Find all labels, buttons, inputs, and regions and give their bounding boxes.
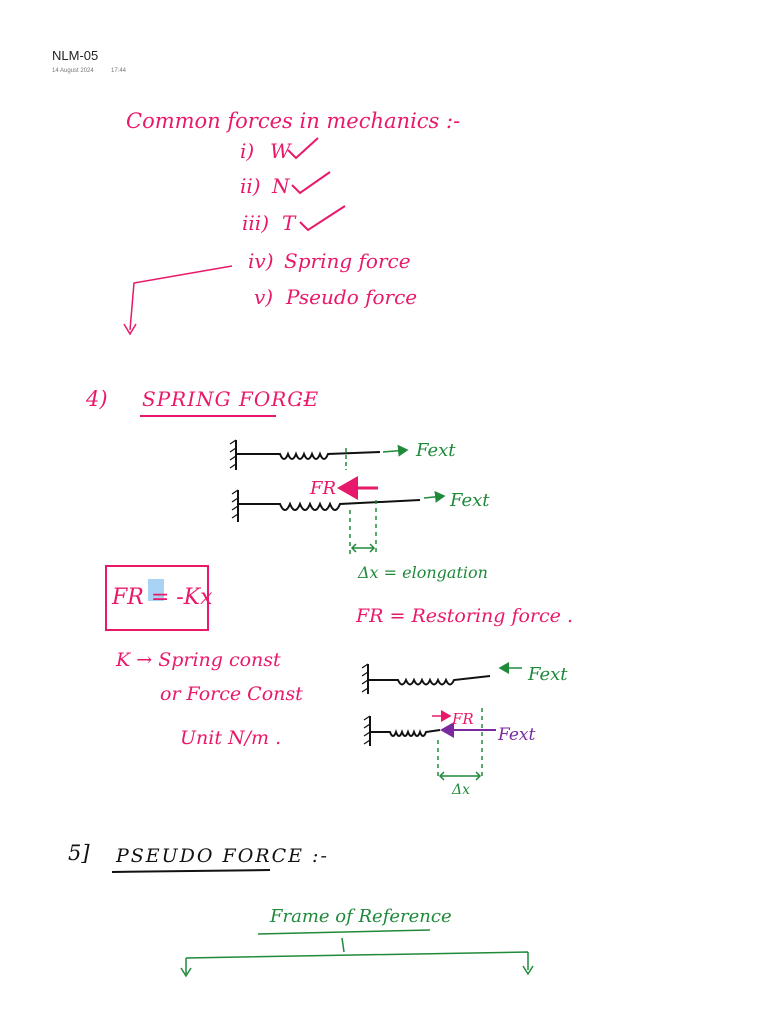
branch-connector bbox=[129, 265, 233, 331]
fext-label: Fext bbox=[527, 664, 568, 685]
spring-diagram-2: FR Fext bbox=[231, 476, 490, 556]
fext-label: Fext bbox=[449, 490, 490, 511]
list-item-label: Spring force bbox=[284, 249, 411, 273]
heading-underline bbox=[111, 869, 271, 873]
minus-highlight bbox=[148, 579, 164, 601]
fext-label: Fext bbox=[497, 725, 536, 745]
fr-label: FR bbox=[309, 478, 336, 499]
list-item-label: Pseudo force bbox=[285, 285, 417, 309]
fr-label: FR bbox=[451, 710, 474, 728]
elongation-note: Δx = elongation bbox=[357, 563, 488, 582]
section-heading: PSEUDO FORCE :- bbox=[115, 845, 329, 867]
check-icon bbox=[291, 171, 331, 195]
frame-of-reference-label: Frame of Reference bbox=[269, 906, 452, 927]
formula-text: FR = -Kx bbox=[111, 585, 213, 610]
k-line-3: Unit N/m . bbox=[180, 727, 281, 749]
section-number: 5] bbox=[68, 841, 90, 865]
forces-heading: Common forces in mechanics :- bbox=[126, 109, 460, 133]
spring-diagram-3: Fext bbox=[361, 662, 568, 694]
note-date: 14 August 2024 bbox=[52, 68, 94, 74]
label-underline bbox=[257, 929, 431, 935]
check-icon bbox=[287, 137, 319, 160]
spring-diagram-4: FR Fext Δx bbox=[363, 708, 536, 798]
k-line-2: or Force Const bbox=[160, 683, 303, 705]
list-item-number: i) bbox=[240, 139, 254, 163]
forces-list: i) W ii) N iii) T iv) Spring force v) Ps… bbox=[240, 137, 417, 309]
page-title: NLM-05 bbox=[52, 48, 99, 63]
note-time: 17:44 bbox=[111, 68, 127, 74]
list-item-label: T bbox=[282, 211, 297, 235]
list-item-label: W bbox=[270, 139, 292, 163]
restoring-note: FR = Restoring force . bbox=[355, 605, 573, 627]
k-line-1: K → Spring const bbox=[115, 649, 281, 671]
section-number: 4) bbox=[85, 387, 108, 411]
check-icon bbox=[299, 205, 346, 232]
heading-suffix: :- bbox=[296, 387, 310, 411]
down-arrow-icon bbox=[522, 965, 534, 976]
down-arrow-icon bbox=[123, 323, 137, 336]
list-item-number: iv) bbox=[248, 249, 274, 273]
fext-label: Fext bbox=[415, 440, 456, 461]
list-item-label: N bbox=[271, 174, 291, 198]
down-arrow-icon bbox=[180, 967, 192, 978]
delta-x-label: Δx bbox=[451, 782, 470, 798]
list-item-number: v) bbox=[254, 285, 273, 309]
section-heading: SPRING FORCE bbox=[142, 387, 319, 411]
list-item-number: ii) bbox=[240, 174, 261, 198]
formula-box bbox=[105, 565, 209, 631]
spring-diagram-1: Fext bbox=[229, 439, 456, 470]
list-item-number: iii) bbox=[242, 211, 269, 235]
frame-branch-connector bbox=[180, 937, 534, 978]
